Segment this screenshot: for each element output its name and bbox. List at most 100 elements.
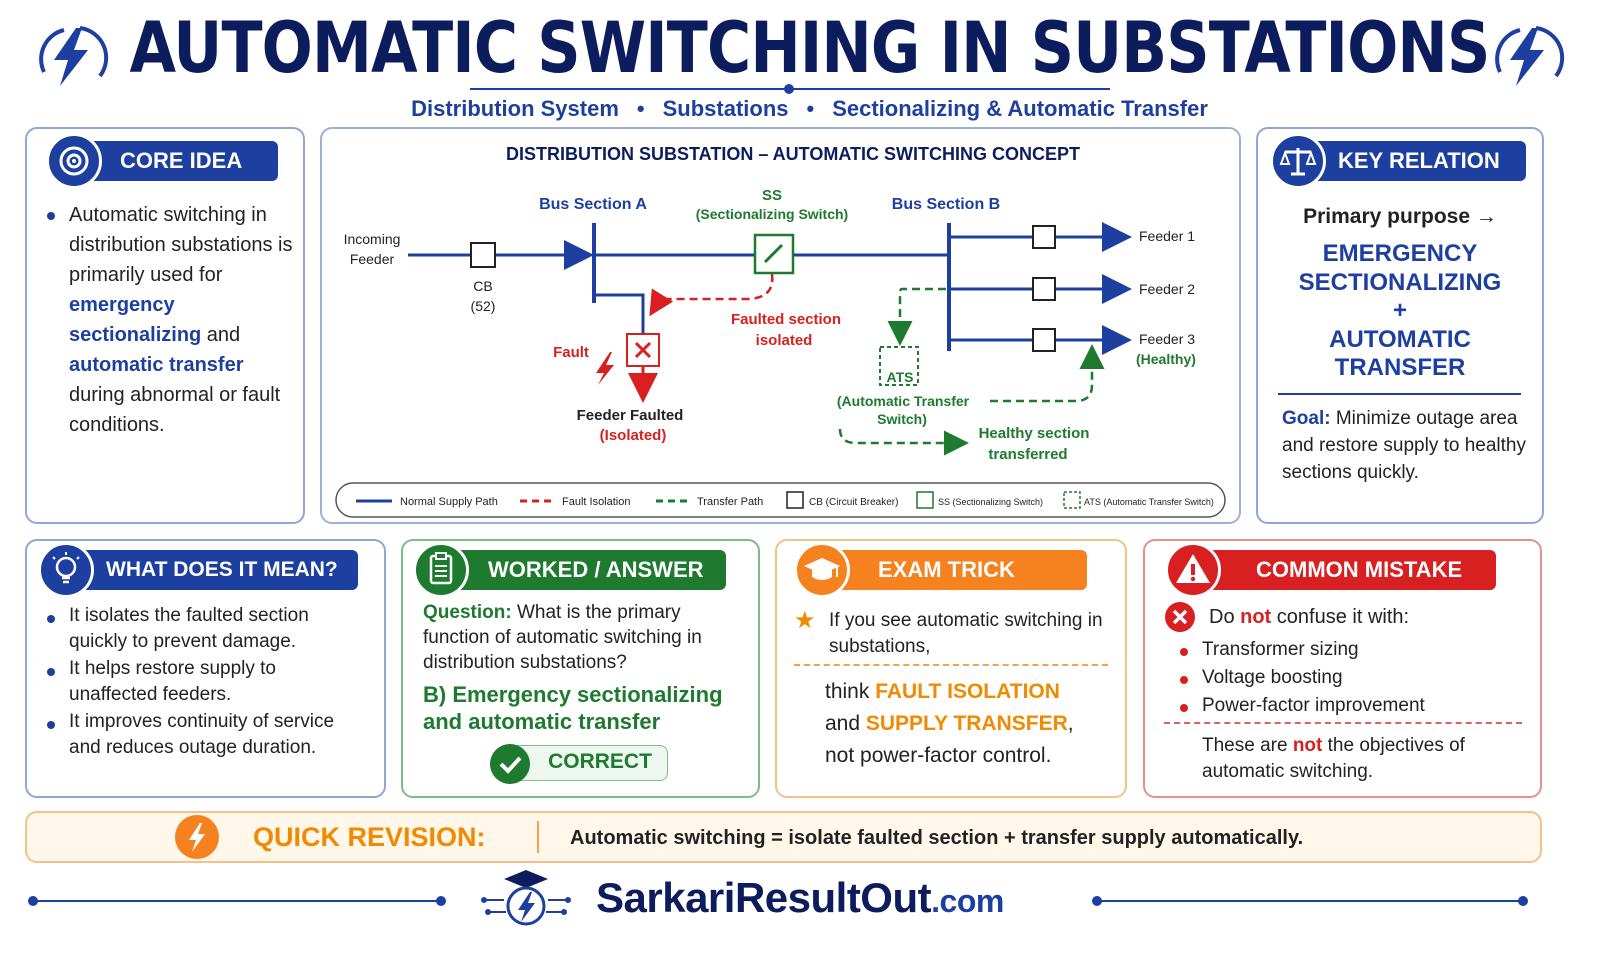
healthy-section-label: transferred — [988, 446, 1067, 463]
diagram-card — [320, 127, 1241, 524]
feeder-faulted-label: (Isolated) — [600, 427, 667, 444]
ss-label: (Sectionalizing Switch) — [696, 206, 848, 222]
transfer-path — [838, 428, 969, 456]
ats-box — [879, 346, 919, 386]
exam-fault-isolation: FAULT ISOLATION — [875, 680, 1060, 703]
goal-text: Goal: Minimize outage area and restore s… — [1282, 405, 1527, 486]
subtitle-separator: • — [806, 96, 815, 121]
meaning-heading-text: WHAT DOES IT MEAN? — [106, 558, 338, 581]
mistake-footer-b: the objectives of automatic switching. — [1202, 735, 1465, 782]
core-idea-text: Automatic switching in distribution subs… — [33, 200, 295, 440]
footer-brand-tld: .com — [931, 883, 1004, 919]
footer-line-right-dot — [1092, 896, 1102, 906]
answer-line: SECTIONALIZING — [1298, 268, 1502, 296]
faulted-section-label: isolated — [756, 332, 813, 349]
meaning-item: It helps restore supply to unaffected fe… — [33, 656, 368, 708]
subtitle-separator: • — [636, 96, 645, 121]
transfer-path — [990, 344, 1105, 403]
worked-heading-text: WORKED / ANSWER — [488, 557, 704, 582]
mistake-footer-not: not — [1292, 735, 1323, 756]
cb-label: (52) — [471, 298, 496, 314]
substation-diagram: DISTRIBUTION SUBSTATION – AUTOMATIC SWIT… — [335, 144, 1226, 518]
goal-body: Minimize outage area and restore supply … — [1282, 408, 1526, 483]
feeder-faulted-label: Feeder Faulted — [577, 407, 684, 424]
core-text-a: Automatic switching in distribution subs… — [69, 204, 293, 286]
scales-icon — [1270, 133, 1326, 189]
question-label: Question: — [423, 602, 512, 623]
subtitle: Distribution System•Substations•Sectiona… — [0, 96, 1619, 122]
clipboard-icon — [413, 542, 469, 598]
exam-trick-heading: EXAM TRICK — [822, 550, 1087, 590]
worked-answer: B) Emergency sectionalizing and automati… — [423, 682, 723, 734]
x-circle-icon — [1165, 602, 1195, 632]
feeder-2-line — [949, 274, 1132, 304]
faulted-section-label: Faulted section — [731, 311, 841, 328]
cb-label: CB — [473, 278, 492, 294]
footer-line-right-dot — [1518, 896, 1528, 906]
mistake-item: Power-factor improvement — [1166, 692, 1526, 720]
legend-fault: Fault Isolation — [562, 496, 630, 508]
mistake-item: Transformer sizing — [1166, 636, 1526, 664]
core-text-end: during abnormal or fault conditions. — [69, 384, 281, 436]
exam-think: think FAULT ISOLATION and SUPPLY TRANSFE… — [825, 676, 1115, 772]
key-relation-card — [1256, 127, 1544, 524]
exam-line1: If you see automatic switching in substa… — [829, 610, 1103, 657]
mistake-intro-b: confuse it with: — [1271, 606, 1410, 628]
key-relation-answer: EMERGENCY SECTIONALIZING + AUTOMATIC TRA… — [1256, 240, 1544, 383]
legend-cb-swatch — [786, 491, 804, 509]
core-text-and: and — [201, 324, 241, 346]
exam-heading-text: EXAM TRICK — [878, 557, 1015, 582]
goal-label: Goal: — [1282, 408, 1331, 429]
answer-line: EMERGENCY — [1322, 240, 1478, 267]
answer-plus: + — [1392, 297, 1407, 324]
feeder-1-label: Feeder 1 — [1139, 228, 1195, 244]
subtitle-item: Distribution System — [411, 96, 619, 121]
footer-line-left — [32, 900, 442, 902]
mistake-footer-a: These are — [1202, 735, 1293, 756]
fault-isolation-path — [649, 273, 774, 317]
key-relation-heading-text: KEY RELATION — [1338, 148, 1500, 173]
mistake-item: Voltage boosting — [1166, 664, 1526, 692]
healthy-section-label: Healthy section — [979, 425, 1090, 442]
feeder-2-label: Feeder 2 — [1139, 281, 1195, 297]
answer-line: AUTOMATIC — [1329, 325, 1471, 353]
legend-cb: CB (Circuit Breaker) — [809, 497, 898, 508]
ss-label: SS — [762, 187, 782, 204]
bolt-circle-icon-left — [39, 26, 109, 86]
key-relation-heading: KEY RELATION — [1292, 141, 1526, 181]
graduation-cap-icon — [794, 542, 850, 598]
legend-box — [335, 482, 1226, 518]
page-title: AUTOMATIC SWITCHING IN SUBSTATIONS — [129, 7, 1491, 89]
check-icon — [490, 744, 530, 784]
exam-and-word: and — [825, 712, 866, 735]
worked-question: Question: What is the primary function o… — [423, 600, 748, 675]
exam-not-pf: not power-factor control. — [825, 744, 1052, 767]
worked-heading: WORKED / ANSWER — [432, 550, 726, 590]
feeder-3-healthy: (Healthy) — [1136, 351, 1196, 367]
mistake-intro-not: not — [1240, 606, 1272, 628]
subtitle-item: Sectionalizing & Automatic Transfer — [832, 96, 1208, 121]
feeder-1-line — [949, 222, 1132, 252]
core-text-transfer: automatic transfer — [69, 354, 244, 376]
mistake-heading-text: COMMON MISTAKE — [1256, 557, 1463, 582]
diagram-title: DISTRIBUTION SUBSTATION – AUTOMATIC SWIT… — [506, 144, 1080, 164]
ats-full-label: (Automatic Transfer — [837, 393, 970, 409]
quick-revision-label: QUICK REVISION: — [253, 822, 486, 852]
core-text-emergency: emergency sectionalizing — [69, 294, 202, 346]
x-icon — [634, 341, 652, 359]
switch-icon — [763, 243, 784, 264]
transfer-path — [887, 287, 946, 346]
correct-badge — [510, 745, 668, 781]
incoming-label: Feeder — [350, 251, 395, 267]
meaning-heading: WHAT DOES IT MEAN? — [60, 550, 358, 590]
footer-brand-name: SarkariResultOut — [596, 874, 932, 921]
quick-revision-text: Automatic switching = isolate faulted se… — [570, 827, 1304, 849]
fault-bolt-icon — [596, 352, 614, 385]
answer-line: TRANSFER — [1334, 354, 1466, 381]
correct-label: CORRECT — [548, 750, 652, 773]
exam-divider — [794, 664, 1108, 666]
incoming-label: Incoming — [344, 231, 401, 247]
exam-think-word: think — [825, 680, 876, 703]
bus-a-label: Bus Section A — [539, 196, 647, 213]
lightbulb-icon — [38, 542, 94, 598]
